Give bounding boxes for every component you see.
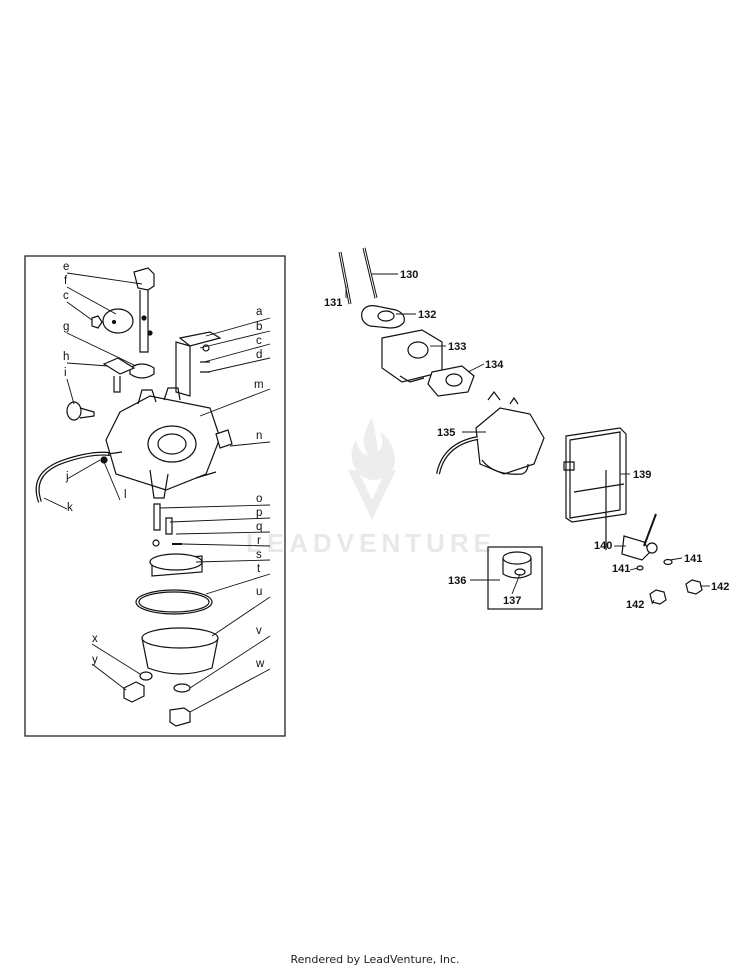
label-c-left: c [63, 290, 69, 302]
label-n: n [256, 430, 262, 442]
label-l: l [124, 489, 127, 501]
right-parts [338, 247, 703, 610]
label-r: r [257, 535, 261, 547]
label-d: d [256, 349, 262, 361]
part-135: 135 [437, 427, 455, 439]
part-131: 131 [324, 297, 342, 309]
label-s: s [256, 549, 262, 561]
part-140: 140 [594, 540, 612, 552]
label-j: j [65, 471, 69, 483]
part-142-right: 142 [711, 581, 729, 593]
part-numbers: 130 131 132 133 134 135 136 137 139 140 … [324, 269, 729, 611]
label-f: f [64, 275, 68, 287]
footer-credit: Rendered by LeadVenture, Inc. [290, 953, 460, 966]
part-133: 133 [448, 341, 466, 353]
label-w: w [255, 658, 265, 670]
label-k: k [67, 502, 73, 514]
carburetor-exploded-view [35, 267, 233, 727]
part-132: 132 [418, 309, 436, 321]
label-v: v [256, 625, 262, 637]
part-130: 130 [400, 269, 418, 281]
part-139: 139 [633, 469, 651, 481]
label-g: g [63, 321, 69, 333]
label-m: m [254, 379, 264, 391]
part-141-right: 141 [684, 553, 702, 565]
part-141-left: 141 [612, 563, 630, 575]
label-u: u [256, 586, 262, 598]
label-q: q [256, 521, 262, 533]
watermark-text: LEADVENTURE [246, 528, 496, 558]
label-a: a [256, 306, 263, 318]
label-i: i [64, 367, 67, 379]
part-136: 136 [448, 575, 466, 587]
label-o: o [256, 493, 262, 505]
leadventure-watermark: LEADVENTURE [246, 418, 496, 558]
label-c-right: c [256, 335, 262, 347]
label-t: t [257, 563, 261, 575]
label-e: e [63, 261, 69, 273]
label-h: h [63, 351, 69, 363]
part-142-left: 142 [626, 599, 644, 611]
leader-lines-left [43, 272, 271, 713]
part-137: 137 [503, 595, 521, 607]
label-b: b [256, 321, 262, 333]
carburetor-detail-box [24, 255, 286, 737]
part-134: 134 [485, 359, 504, 371]
label-x: x [92, 633, 98, 645]
leader-lines-right [345, 273, 710, 605]
letter-labels: e f c g h i j k l a b c d m n o p q r s … [63, 261, 265, 670]
label-p: p [256, 507, 262, 519]
label-y: y [92, 654, 98, 666]
